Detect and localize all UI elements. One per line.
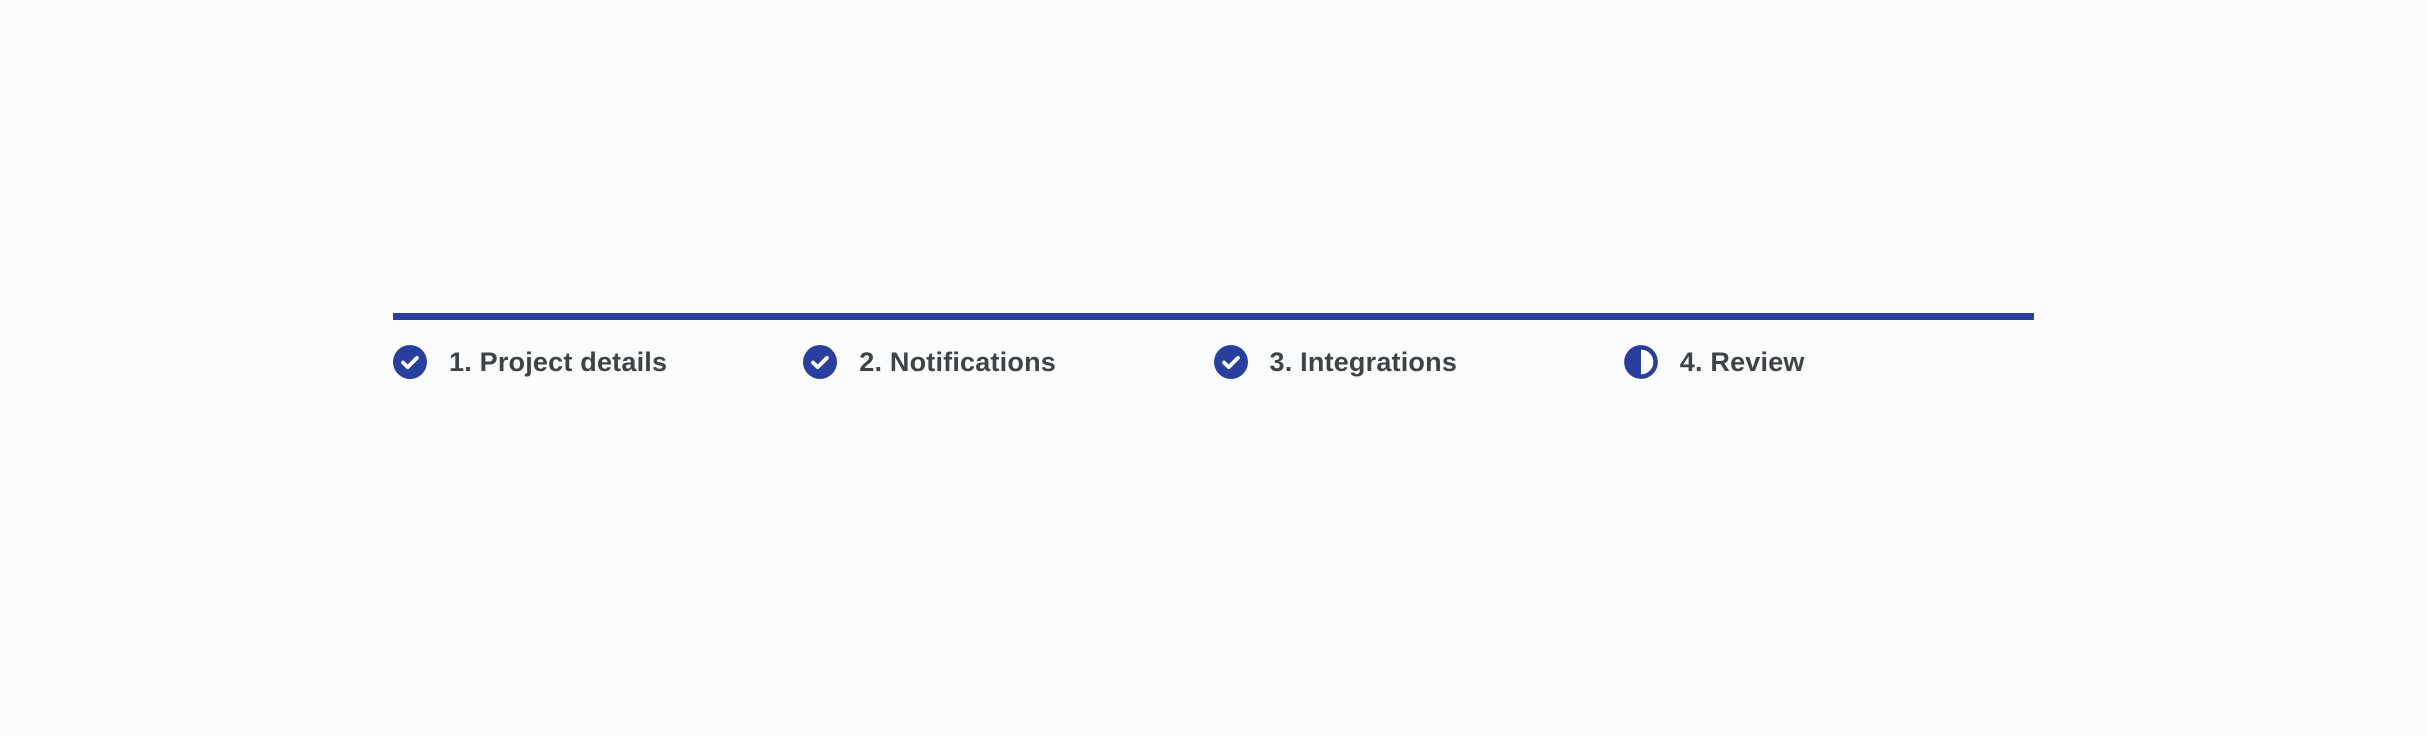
step-project-details[interactable]: 1. Project details [393, 345, 803, 379]
stepper-steps-row: 1. Project details 2. Notifications 3. I… [393, 345, 2034, 379]
step-label: 1. Project details [449, 346, 668, 377]
step-label: 2. Notifications [859, 346, 1056, 377]
step-integrations[interactable]: 3. Integrations [1213, 345, 1624, 379]
half-filled-circle-icon [1623, 345, 1658, 379]
check-circle-icon [1213, 345, 1248, 379]
step-review[interactable]: 4. Review [1623, 345, 2034, 379]
wizard-stepper: 1. Project details 2. Notifications 3. I… [393, 313, 2034, 379]
check-circle-icon [803, 345, 838, 379]
step-notifications[interactable]: 2. Notifications [803, 345, 1213, 379]
step-label: 4. Review [1679, 346, 1805, 377]
stepper-progress-line [393, 313, 2034, 320]
check-circle-icon [393, 345, 427, 379]
step-label: 3. Integrations [1269, 346, 1458, 377]
